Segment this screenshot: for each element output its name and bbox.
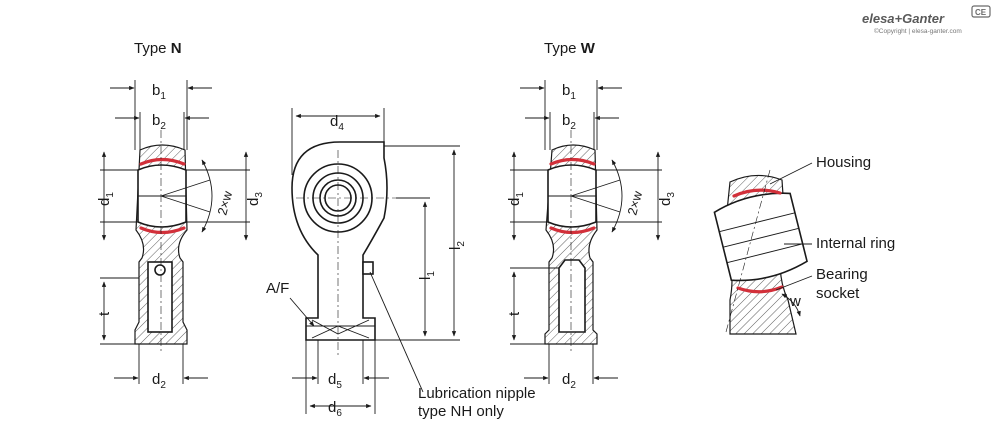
dim-b2-top: b2: [152, 112, 166, 132]
brand-logo: elesa+Ganter ©Copyright | elesa-ganter.c…: [862, 5, 991, 35]
dim-2w: 2×w: [214, 189, 235, 217]
label-bearing-2: socket: [816, 285, 860, 302]
dim-w-d2-bottom: d2: [562, 371, 576, 391]
dim-w-t: t: [506, 311, 523, 316]
type-n-bore: [147, 261, 173, 333]
lubrication-nipple: [362, 261, 374, 275]
front-view: d4 l2 l1 A/F d5 d6 Lubrication nipple ty…: [266, 108, 536, 420]
dim-b1: b1: [152, 82, 166, 102]
label-lubrication-1: Lubrication nipple: [418, 385, 536, 402]
label-lubrication-2: type NH only: [418, 403, 504, 420]
type-w-view: Type W b1 b2 d1 d3 2×w: [506, 40, 677, 391]
dim-d2-bottom: d2: [152, 371, 166, 391]
dim-l1: l1: [417, 271, 437, 280]
dim-w-d3: d3: [657, 192, 677, 206]
dim-l2: l2: [447, 241, 467, 250]
type-w-stud: [558, 259, 586, 333]
dim-d4: d4: [330, 113, 344, 133]
type-n-lube-hole: [154, 264, 166, 276]
detail-internal-ring: [713, 192, 808, 282]
dim-w-2w: 2×w: [624, 189, 645, 217]
type-w-title: Type W: [544, 40, 596, 57]
dim-w-b1: b1: [562, 82, 576, 102]
label-af: A/F: [266, 280, 289, 297]
logo-text: elesa+Ganter: [862, 11, 945, 26]
logo-copyright: ©Copyright | elesa-ganter.com: [874, 27, 962, 35]
type-n-view: Type N b1 b2 d1 d3: [96, 40, 265, 391]
label-internal-ring: Internal ring: [816, 235, 895, 252]
ce-badge: CE: [975, 8, 987, 17]
dim-t: t: [96, 311, 113, 316]
dim-d5: d5: [328, 371, 342, 391]
detail-view: Housing Internal ring Bearing socket w: [713, 154, 895, 335]
label-housing: Housing: [816, 154, 871, 171]
dim-d1: d1: [96, 192, 116, 206]
dim-detail-w: w: [789, 293, 801, 310]
dim-d6: d6: [328, 399, 342, 419]
label-bearing-1: Bearing: [816, 266, 868, 283]
dim-d3: d3: [245, 192, 265, 206]
dim-w-b2-top: b2: [562, 112, 576, 132]
type-n-title: Type N: [134, 40, 182, 57]
dim-w-d1: d1: [506, 192, 526, 206]
